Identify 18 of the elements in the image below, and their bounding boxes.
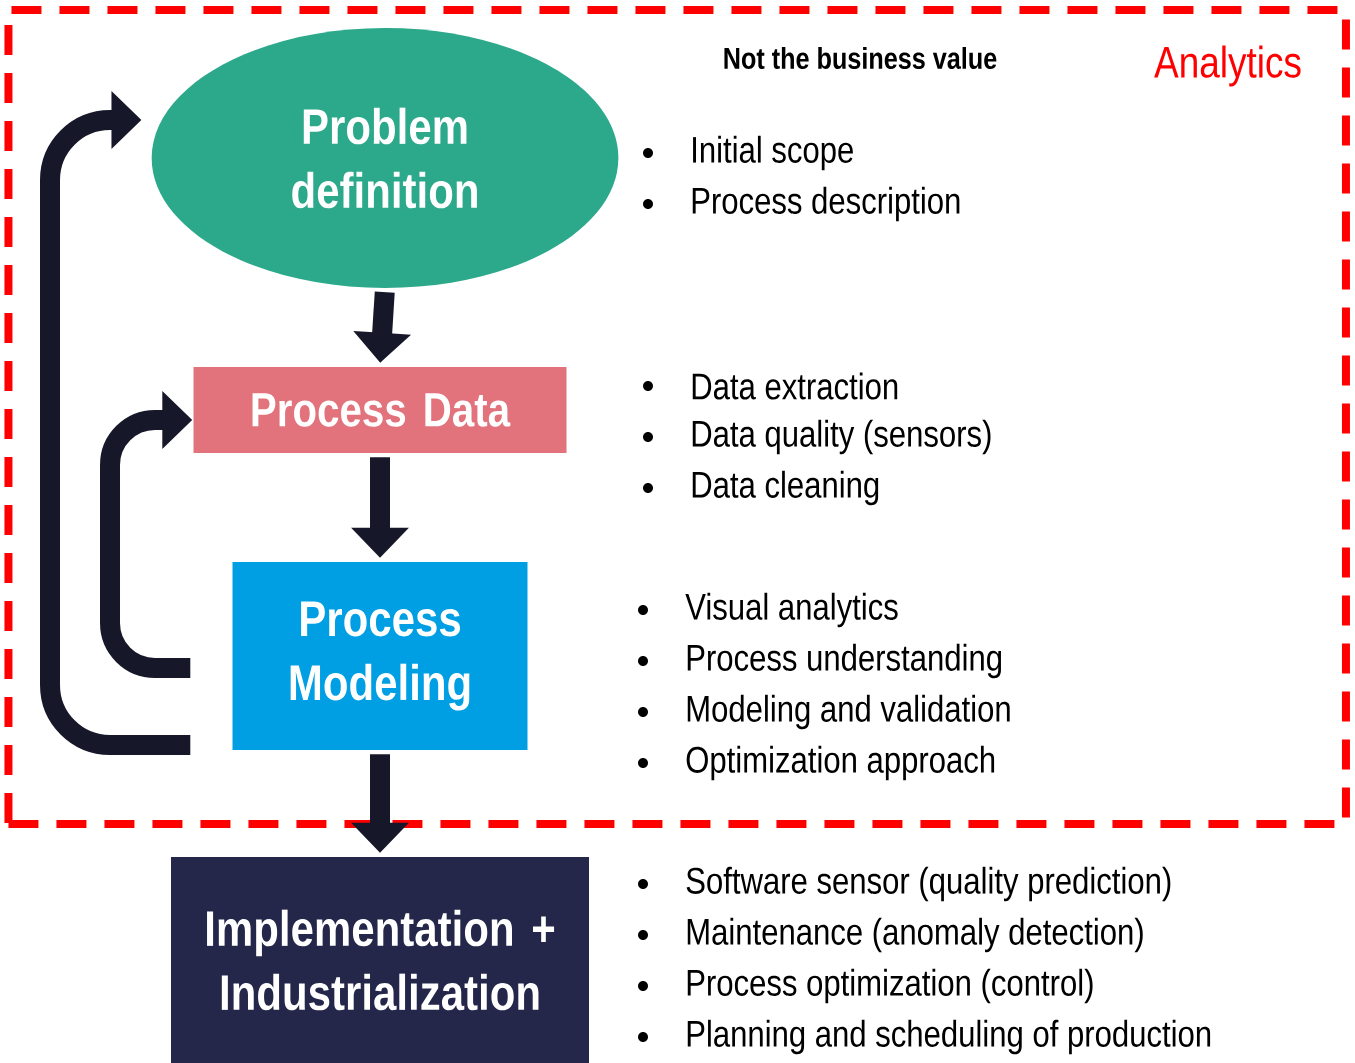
list-item: Process description — [643, 186, 960, 222]
list-item: Optimization approach — [638, 745, 995, 781]
list-item: Software sensor (quality prediction) — [638, 866, 1171, 902]
list-item: Data cleaning — [643, 470, 879, 506]
list-item: Initial scope — [643, 135, 853, 171]
list-item: Maintenance (anomaly detection) — [638, 917, 1143, 953]
heading: Not the business value — [724, 47, 997, 69]
process-box: Implementation + Industrialization — [171, 857, 589, 1063]
list-item: Modeling and validation — [638, 694, 1010, 730]
list-item: Visual analytics — [638, 592, 898, 628]
list-item: Data quality (sensors) — [643, 419, 991, 455]
list-item: Process optimization (control) — [638, 968, 1093, 1004]
arrow — [40, 91, 191, 755]
list-item: Data extraction — [643, 372, 898, 400]
list-item: Planning and scheduling of production — [638, 1019, 1211, 1055]
list-item: Process understanding — [638, 643, 1002, 679]
process-box: Process Data — [193, 367, 567, 453]
process-box: Process Modeling — [232, 562, 528, 750]
